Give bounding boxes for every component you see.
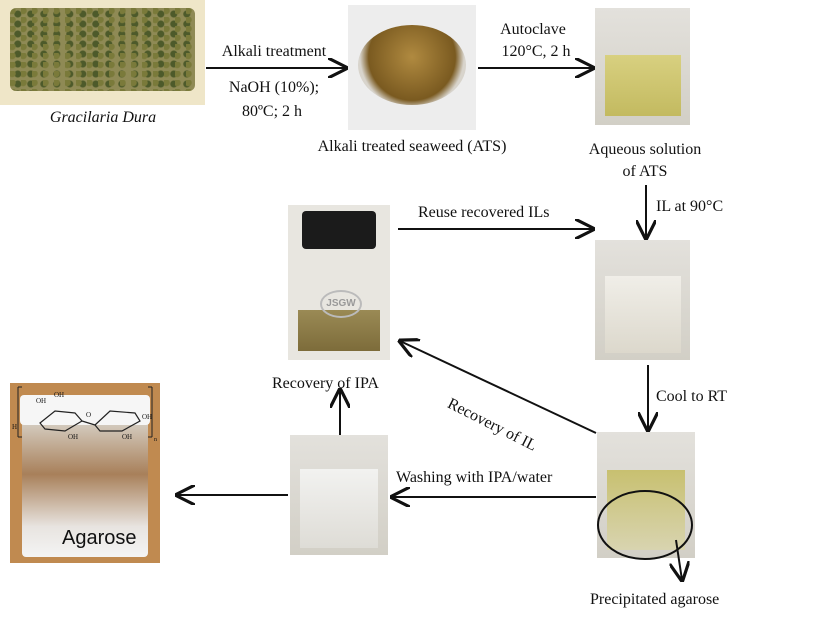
precipitated-label: Precipitated agarose	[590, 591, 720, 608]
il-label: IL at 90°C	[656, 198, 724, 215]
svg-text:n: n	[154, 437, 157, 443]
alkali-cond2: 80ºC; 2 h	[241, 103, 303, 120]
arrow-recovery-il	[400, 341, 597, 434]
precipitate-circle	[597, 490, 693, 560]
ats-label: Alkali treated seaweed (ATS)	[317, 138, 507, 155]
autoclave-label: Autoclave	[500, 21, 566, 38]
aqueous-ats-beaker-photo	[595, 8, 690, 125]
jar-logo: JSGW	[320, 290, 362, 318]
washing-label: Washing with IPA/water	[396, 469, 553, 486]
svg-text:OH: OH	[36, 397, 46, 405]
svg-text:OH: OH	[122, 433, 132, 441]
aqueous-label-1: Aqueous solution	[588, 141, 702, 158]
alkali-cond1: NaOH (10%);	[228, 79, 320, 96]
precipitate-beaker-photo	[597, 432, 695, 558]
agarose-structure-icon: OH OH H OH OH OH On	[12, 386, 157, 443]
seaweed-tray-photo	[0, 0, 205, 105]
recovery-ipa-label: Recovery of IPA	[272, 375, 379, 392]
seaweed-label: Gracilaria Dura	[49, 109, 157, 126]
arrow-precipitated	[676, 539, 682, 580]
washing-beaker-photo	[290, 435, 388, 555]
svg-text:O: O	[86, 411, 91, 419]
recovered-il-jar-photo: JSGW	[288, 205, 390, 360]
svg-text:OH: OH	[68, 433, 78, 441]
cool-label: Cool to RT	[656, 388, 728, 405]
ats-bowl-photo	[348, 5, 476, 130]
agarose-label: Agarose	[62, 527, 137, 549]
reuse-label: Reuse recovered ILs	[418, 204, 550, 221]
svg-text:OH: OH	[54, 391, 64, 399]
aqueous-label-2: of ATS	[622, 163, 668, 180]
svg-text:OH: OH	[142, 413, 152, 421]
svg-text:H: H	[12, 423, 17, 431]
autoclave-cond: 120°C, 2 h	[501, 43, 571, 60]
alkali-label: Alkali treatment	[221, 43, 327, 60]
il-beaker-photo	[595, 240, 690, 360]
